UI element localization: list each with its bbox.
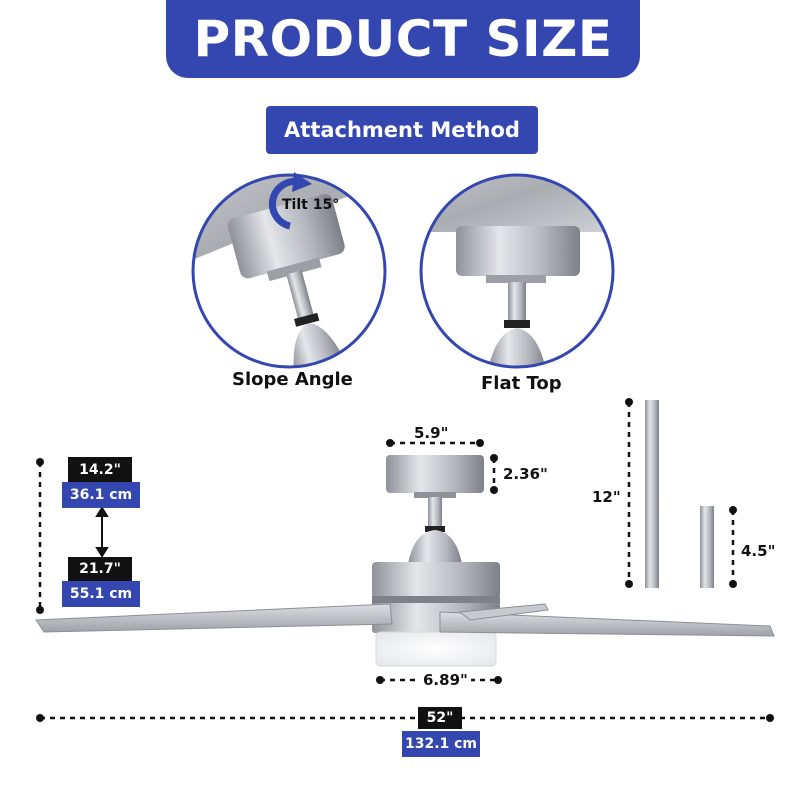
max-height-inch-label: 21.7" <box>68 557 132 581</box>
span-inch-label: 52" <box>418 707 462 729</box>
light-width-label: 6.89" <box>420 671 471 689</box>
min-height-cm-label: 36.1 cm <box>62 482 140 508</box>
long-downrod <box>645 400 659 588</box>
fan-coupler <box>408 530 462 564</box>
min-height-inch-label: 14.2" <box>68 457 132 483</box>
fan-light-kit <box>375 631 497 667</box>
short-downrod <box>700 506 714 588</box>
fan-blade-back <box>458 603 549 621</box>
attachment-method-title: Attachment Method <box>266 106 538 154</box>
fan-canopy <box>386 455 484 498</box>
span-cm-label: 132.1 cm <box>402 731 480 757</box>
flat-top-circle <box>419 173 615 369</box>
canopy-height-label: 2.36" <box>503 465 548 483</box>
flat-top-caption: Flat Top <box>481 373 562 394</box>
tilt-label: Tilt 15° <box>282 197 340 213</box>
slope-angle-caption: Slope Angle <box>232 369 353 390</box>
long-rod-label: 12" <box>592 488 621 506</box>
height-range-arrow <box>95 506 109 558</box>
short-rod-label: 4.5" <box>741 542 776 560</box>
fan-blade-left <box>35 603 393 633</box>
page-title: PRODUCT SIZE <box>166 0 640 78</box>
fan-blade-right <box>439 611 775 637</box>
canopy-width-label: 5.9" <box>414 424 449 442</box>
flat-top-illustration <box>421 175 613 367</box>
max-height-cm-label: 55.1 cm <box>62 581 140 607</box>
tilt-arrow-icon <box>268 172 312 230</box>
slope-angle-circle <box>191 173 387 369</box>
slope-angle-illustration <box>193 175 385 367</box>
